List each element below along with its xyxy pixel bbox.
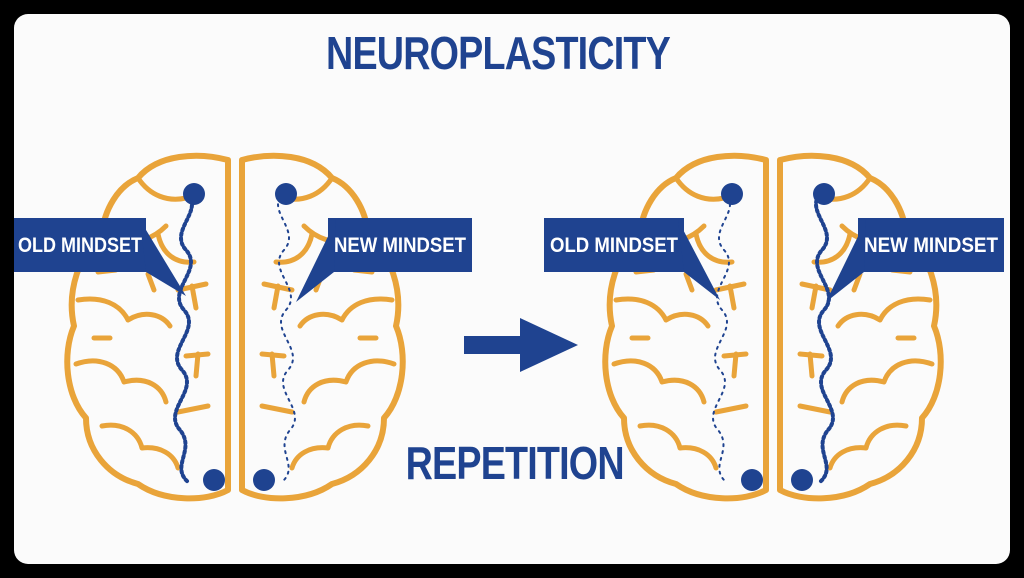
node-icon — [183, 183, 205, 205]
repetition-caption: REPETITION — [405, 437, 625, 489]
callout-old-mindset-right: OLD MINDSET — [544, 218, 720, 300]
right-arrow-icon — [464, 318, 578, 372]
node-icon — [275, 183, 297, 205]
new-mindset-label: NEW MINDSET — [334, 234, 466, 257]
old-mindset-label: OLD MINDSET — [550, 234, 678, 257]
callout-new-mindset-left: NEW MINDSET — [296, 218, 472, 302]
node-icon — [791, 469, 813, 491]
brain-icon-right — [605, 156, 941, 499]
callout-new-mindset-right: NEW MINDSET — [826, 218, 1004, 302]
node-icon — [721, 183, 743, 205]
node-icon — [741, 469, 763, 491]
brain-icon-left — [67, 156, 403, 499]
node-icon — [203, 469, 225, 491]
callout-old-mindset-left: OLD MINDSET — [14, 218, 186, 296]
old-mindset-label: OLD MINDSET — [18, 234, 142, 257]
new-mindset-label: NEW MINDSET — [864, 234, 998, 257]
node-icon — [253, 469, 275, 491]
new-pathway-sparse — [277, 191, 296, 483]
node-icon — [813, 183, 835, 205]
old-pathway-dense — [173, 190, 194, 484]
page-title: NEUROPLASTICITY — [326, 27, 671, 79]
new-pathway-dense — [814, 190, 835, 484]
old-pathway-sparse — [712, 191, 731, 483]
